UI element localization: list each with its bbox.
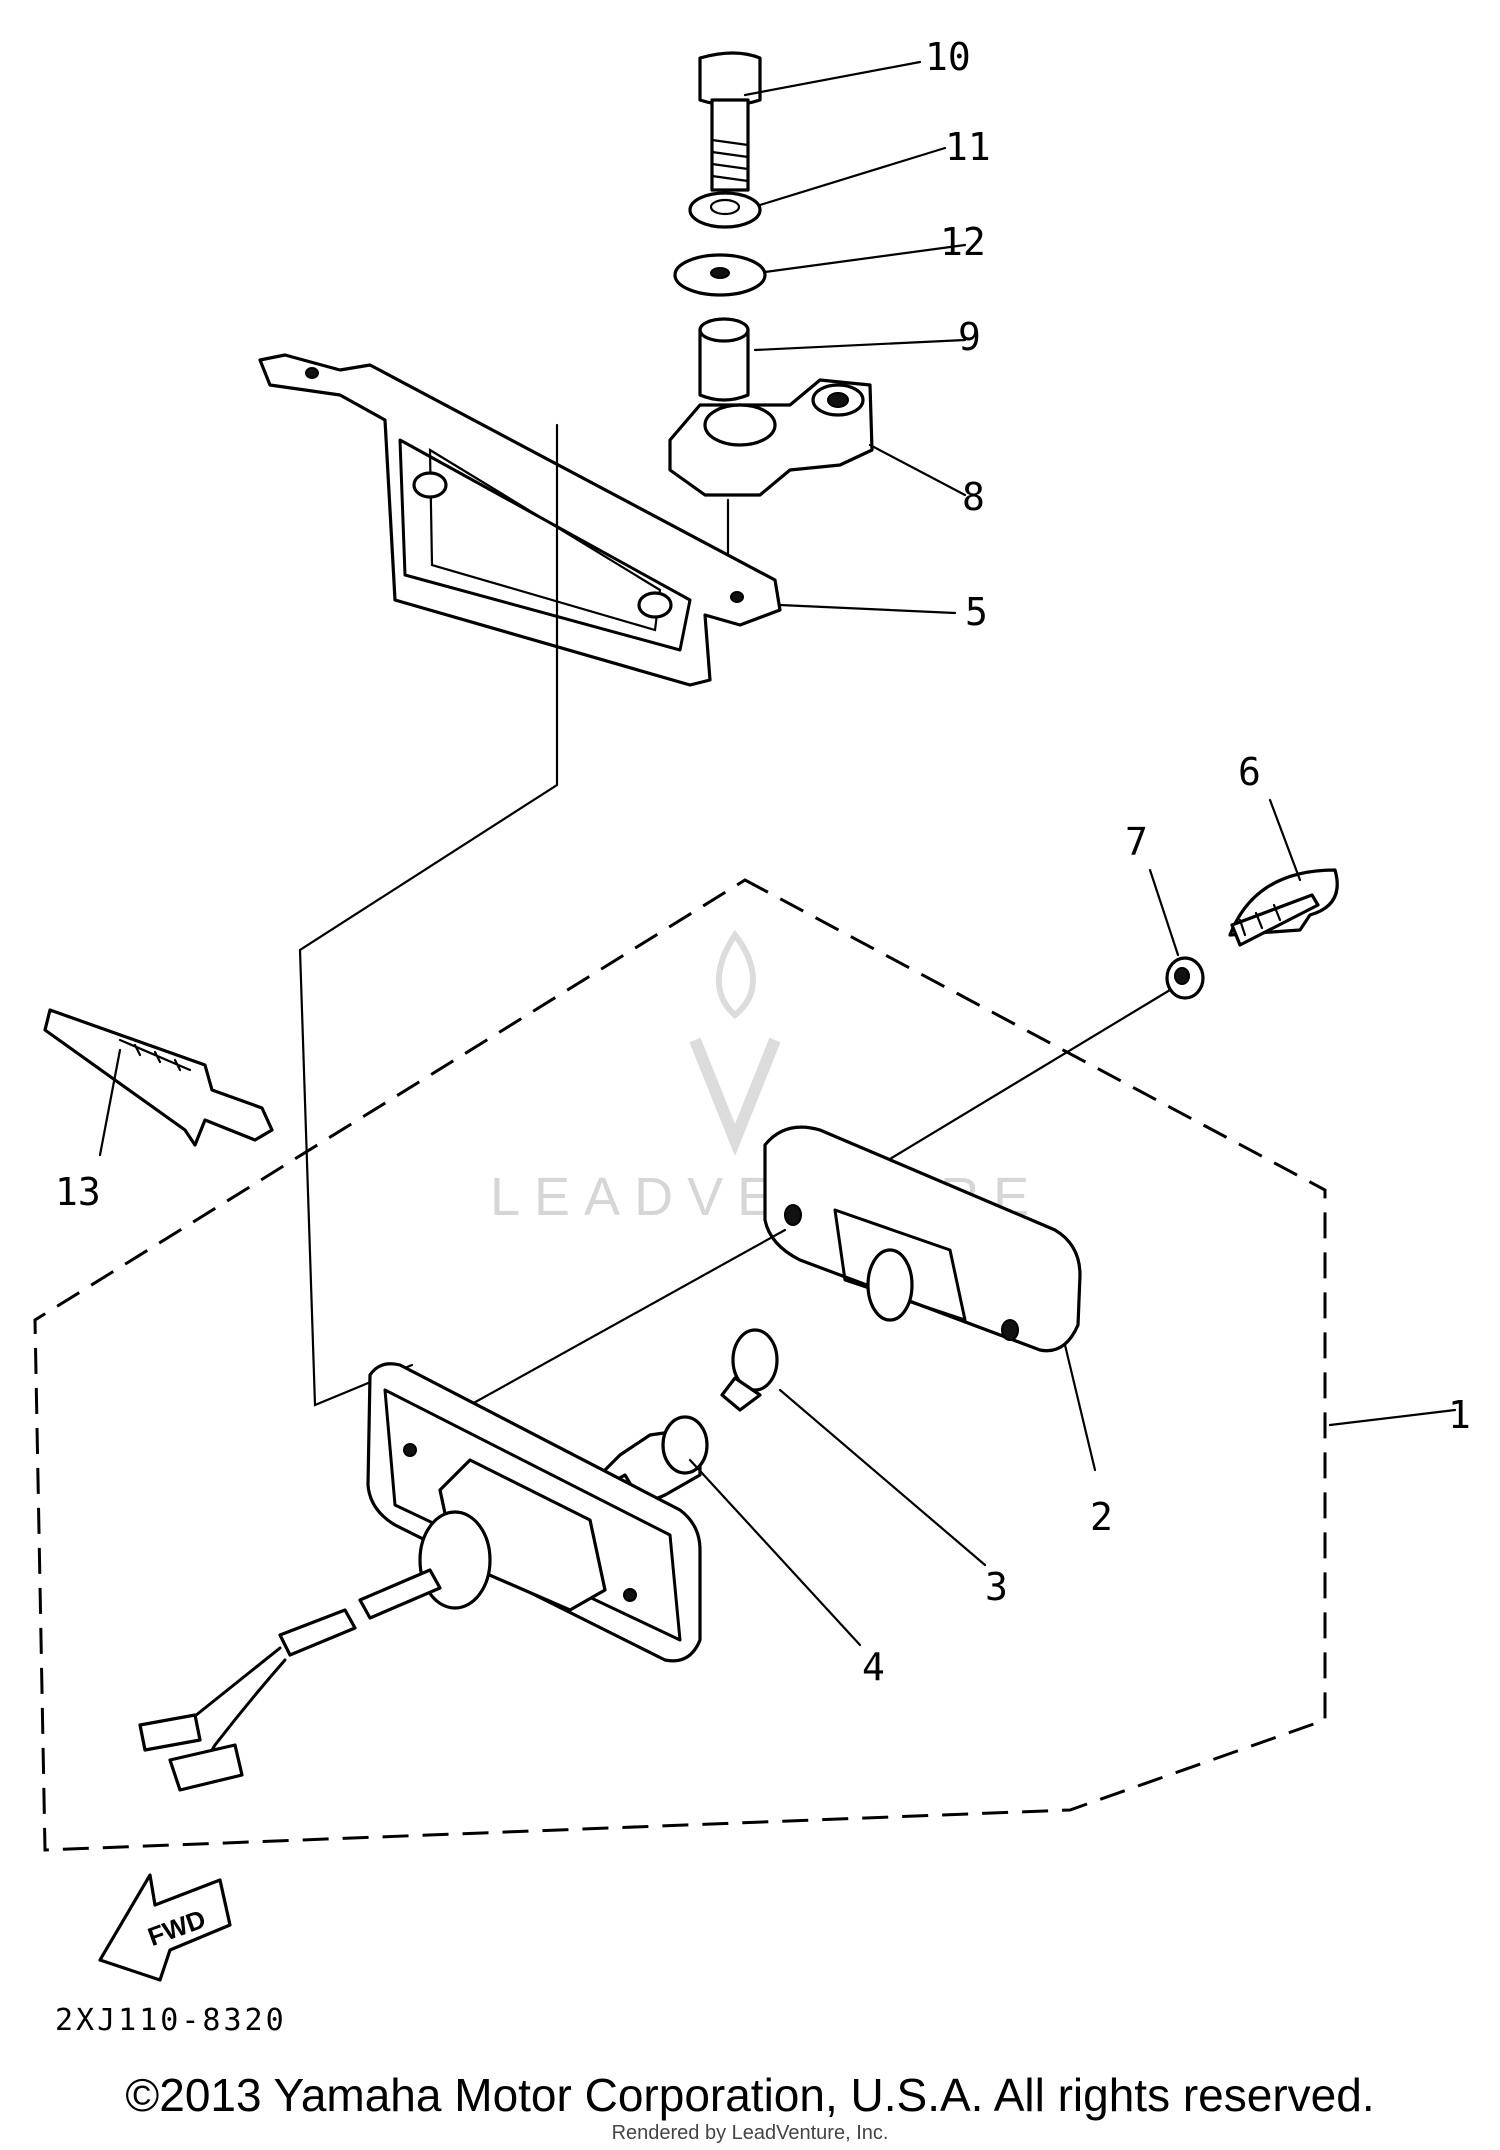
callout-10: 10	[925, 35, 971, 79]
rendered-by-notice: Rendered by LeadVenture, Inc.	[611, 2122, 889, 2144]
callout-7: 7	[1125, 820, 1148, 864]
fwd-arrow: FWD	[98, 1873, 232, 1982]
assembly-dashed-outline	[33, 878, 1327, 1852]
bracket-arm-8	[668, 378, 874, 497]
callout-13: 13	[55, 1170, 101, 1214]
wiring-harness	[138, 1568, 442, 1792]
bulb-3	[720, 1328, 779, 1412]
callout-3: 3	[985, 1565, 1008, 1609]
callout-5: 5	[965, 590, 988, 634]
diagram-code: 2XJ110-8320	[55, 2003, 287, 2038]
cable-tie-13	[43, 1008, 274, 1147]
callout-9: 9	[958, 315, 981, 359]
callout-11: 11	[945, 125, 991, 169]
collar-9	[698, 317, 750, 402]
mounting-bracket-5	[258, 353, 782, 687]
callout-6: 6	[1238, 750, 1261, 794]
callout-1: 1	[1448, 1393, 1471, 1437]
lens-2	[763, 1125, 1082, 1353]
lamp-housing	[366, 1362, 702, 1663]
screw-6	[1228, 868, 1339, 947]
callout-12: 12	[940, 220, 986, 264]
callout-2: 2	[1090, 1495, 1113, 1539]
callout-8: 8	[962, 475, 985, 519]
callout-leaders	[98, 60, 1457, 1647]
lock-washer-11	[688, 191, 762, 229]
callout-4: 4	[862, 1645, 885, 1689]
bolt-10	[698, 51, 762, 192]
copyright-notice: ©2013 Yamaha Motor Corporation, U.S.A. A…	[125, 2069, 1375, 2121]
